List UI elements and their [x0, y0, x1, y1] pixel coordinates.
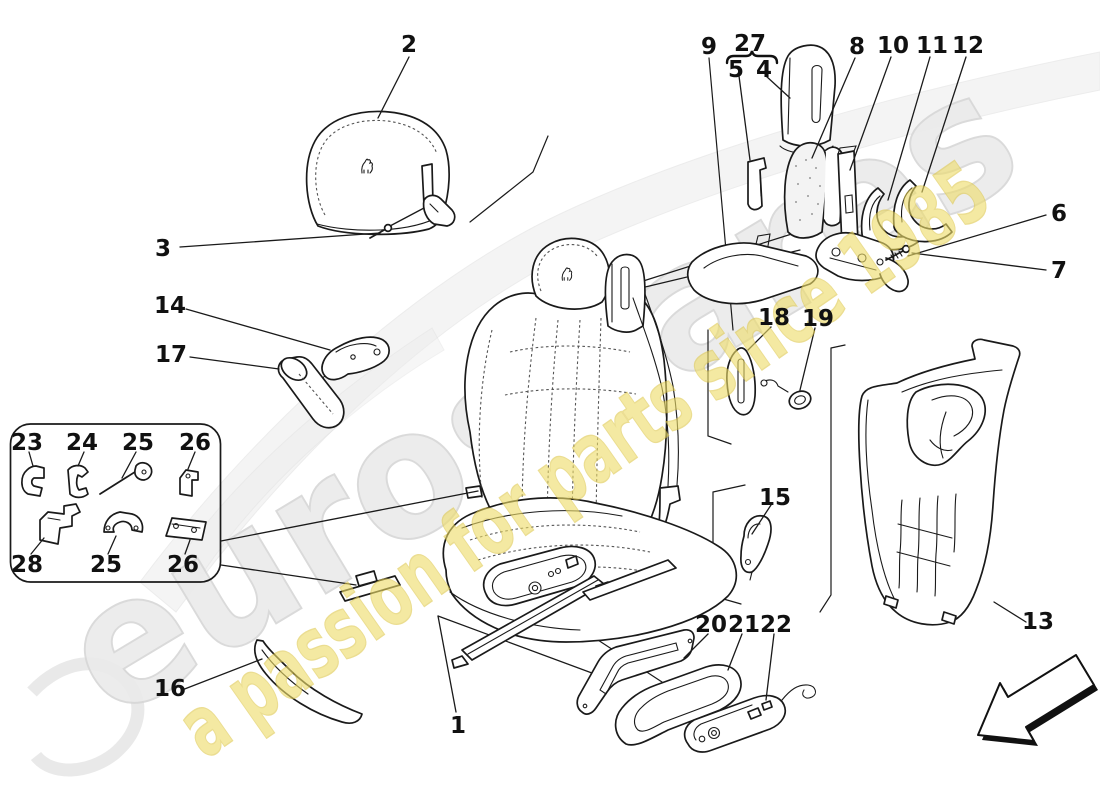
watermark-swirl	[27, 657, 145, 777]
label-27: 27	[734, 31, 766, 57]
label-28: 28	[11, 552, 43, 578]
part-19-lever	[760, 327, 816, 410]
label-17: 17	[155, 342, 187, 368]
part-10-panel	[837, 56, 892, 247]
part-17-sleeve	[189, 355, 345, 429]
part-2-headrest	[305, 56, 456, 236]
part-24-clip	[67, 451, 89, 499]
part-21-trim-ring	[614, 633, 743, 746]
part-22-switch-cover	[683, 633, 817, 753]
part-13-backrest-shell	[857, 338, 1027, 626]
label-20: 20	[695, 612, 727, 638]
label-13: 13	[1022, 609, 1054, 635]
part-7-screw	[885, 244, 1047, 271]
clips-callout-box	[9, 423, 479, 586]
ferrari-horse-icon	[561, 267, 573, 281]
part-number-labels: 1 2 3 4 5 6 7 8 9 10 11 12 13 14 15 16 1…	[11, 31, 1067, 739]
label-19: 19	[802, 306, 834, 332]
label-5: 5	[728, 57, 744, 83]
label-11: 11	[916, 33, 948, 59]
label-9: 9	[701, 34, 717, 60]
watermark-swoosh-2	[179, 327, 445, 575]
seat-rails	[339, 559, 677, 669]
part-12-guide	[892, 56, 967, 243]
label-18: 18	[758, 305, 790, 331]
part-25-rod-clip	[99, 451, 153, 495]
part-26b-bracket	[165, 517, 207, 555]
seat-switch-panel	[482, 545, 597, 607]
label-16: 16	[154, 676, 186, 702]
label-24: 24	[66, 430, 98, 456]
label-1: 1	[450, 713, 466, 739]
label-15: 15	[759, 485, 791, 511]
label-3: 3	[155, 236, 171, 262]
label-21: 21	[728, 612, 760, 638]
label-10: 10	[877, 33, 909, 59]
part-26-clip	[179, 451, 199, 497]
label-26b: 26	[167, 552, 199, 578]
part-15-cover	[740, 504, 772, 581]
part-3-screw	[179, 207, 425, 248]
lower-trim-piece	[686, 233, 819, 305]
part-25b-bracket	[103, 511, 144, 555]
ferrari-horse-icon	[361, 158, 373, 174]
label-12: 12	[952, 33, 984, 59]
arrow-body	[977, 654, 1095, 742]
label-25: 25	[122, 430, 154, 456]
label-7: 7	[1051, 258, 1067, 284]
label-22: 22	[760, 612, 792, 638]
seat-belt	[632, 293, 681, 531]
part-5-clip	[738, 75, 767, 211]
part-20-side-panel	[576, 628, 709, 715]
part-16-trim-strip	[181, 639, 363, 724]
label-4: 4	[756, 57, 772, 83]
watermark-swoosh	[139, 51, 1100, 613]
label-25b: 25	[90, 552, 122, 578]
label-6: 6	[1051, 201, 1067, 227]
label-27-brace	[725, 50, 779, 65]
padding-texture	[795, 159, 821, 221]
part-18-pad	[726, 326, 772, 416]
part-6-recliner-mechanism	[815, 214, 1047, 293]
label-23: 23	[11, 430, 43, 456]
part-23-clip	[21, 451, 45, 497]
direction-arrow-icon	[977, 654, 1098, 746]
label-8: 8	[849, 34, 865, 60]
part-28-bracket	[30, 503, 81, 555]
label-26: 26	[179, 430, 211, 456]
part-1-front-seat	[339, 237, 738, 713]
label-14: 14	[154, 293, 186, 319]
part-14-bracket	[185, 308, 390, 389]
label-2: 2	[401, 32, 417, 58]
